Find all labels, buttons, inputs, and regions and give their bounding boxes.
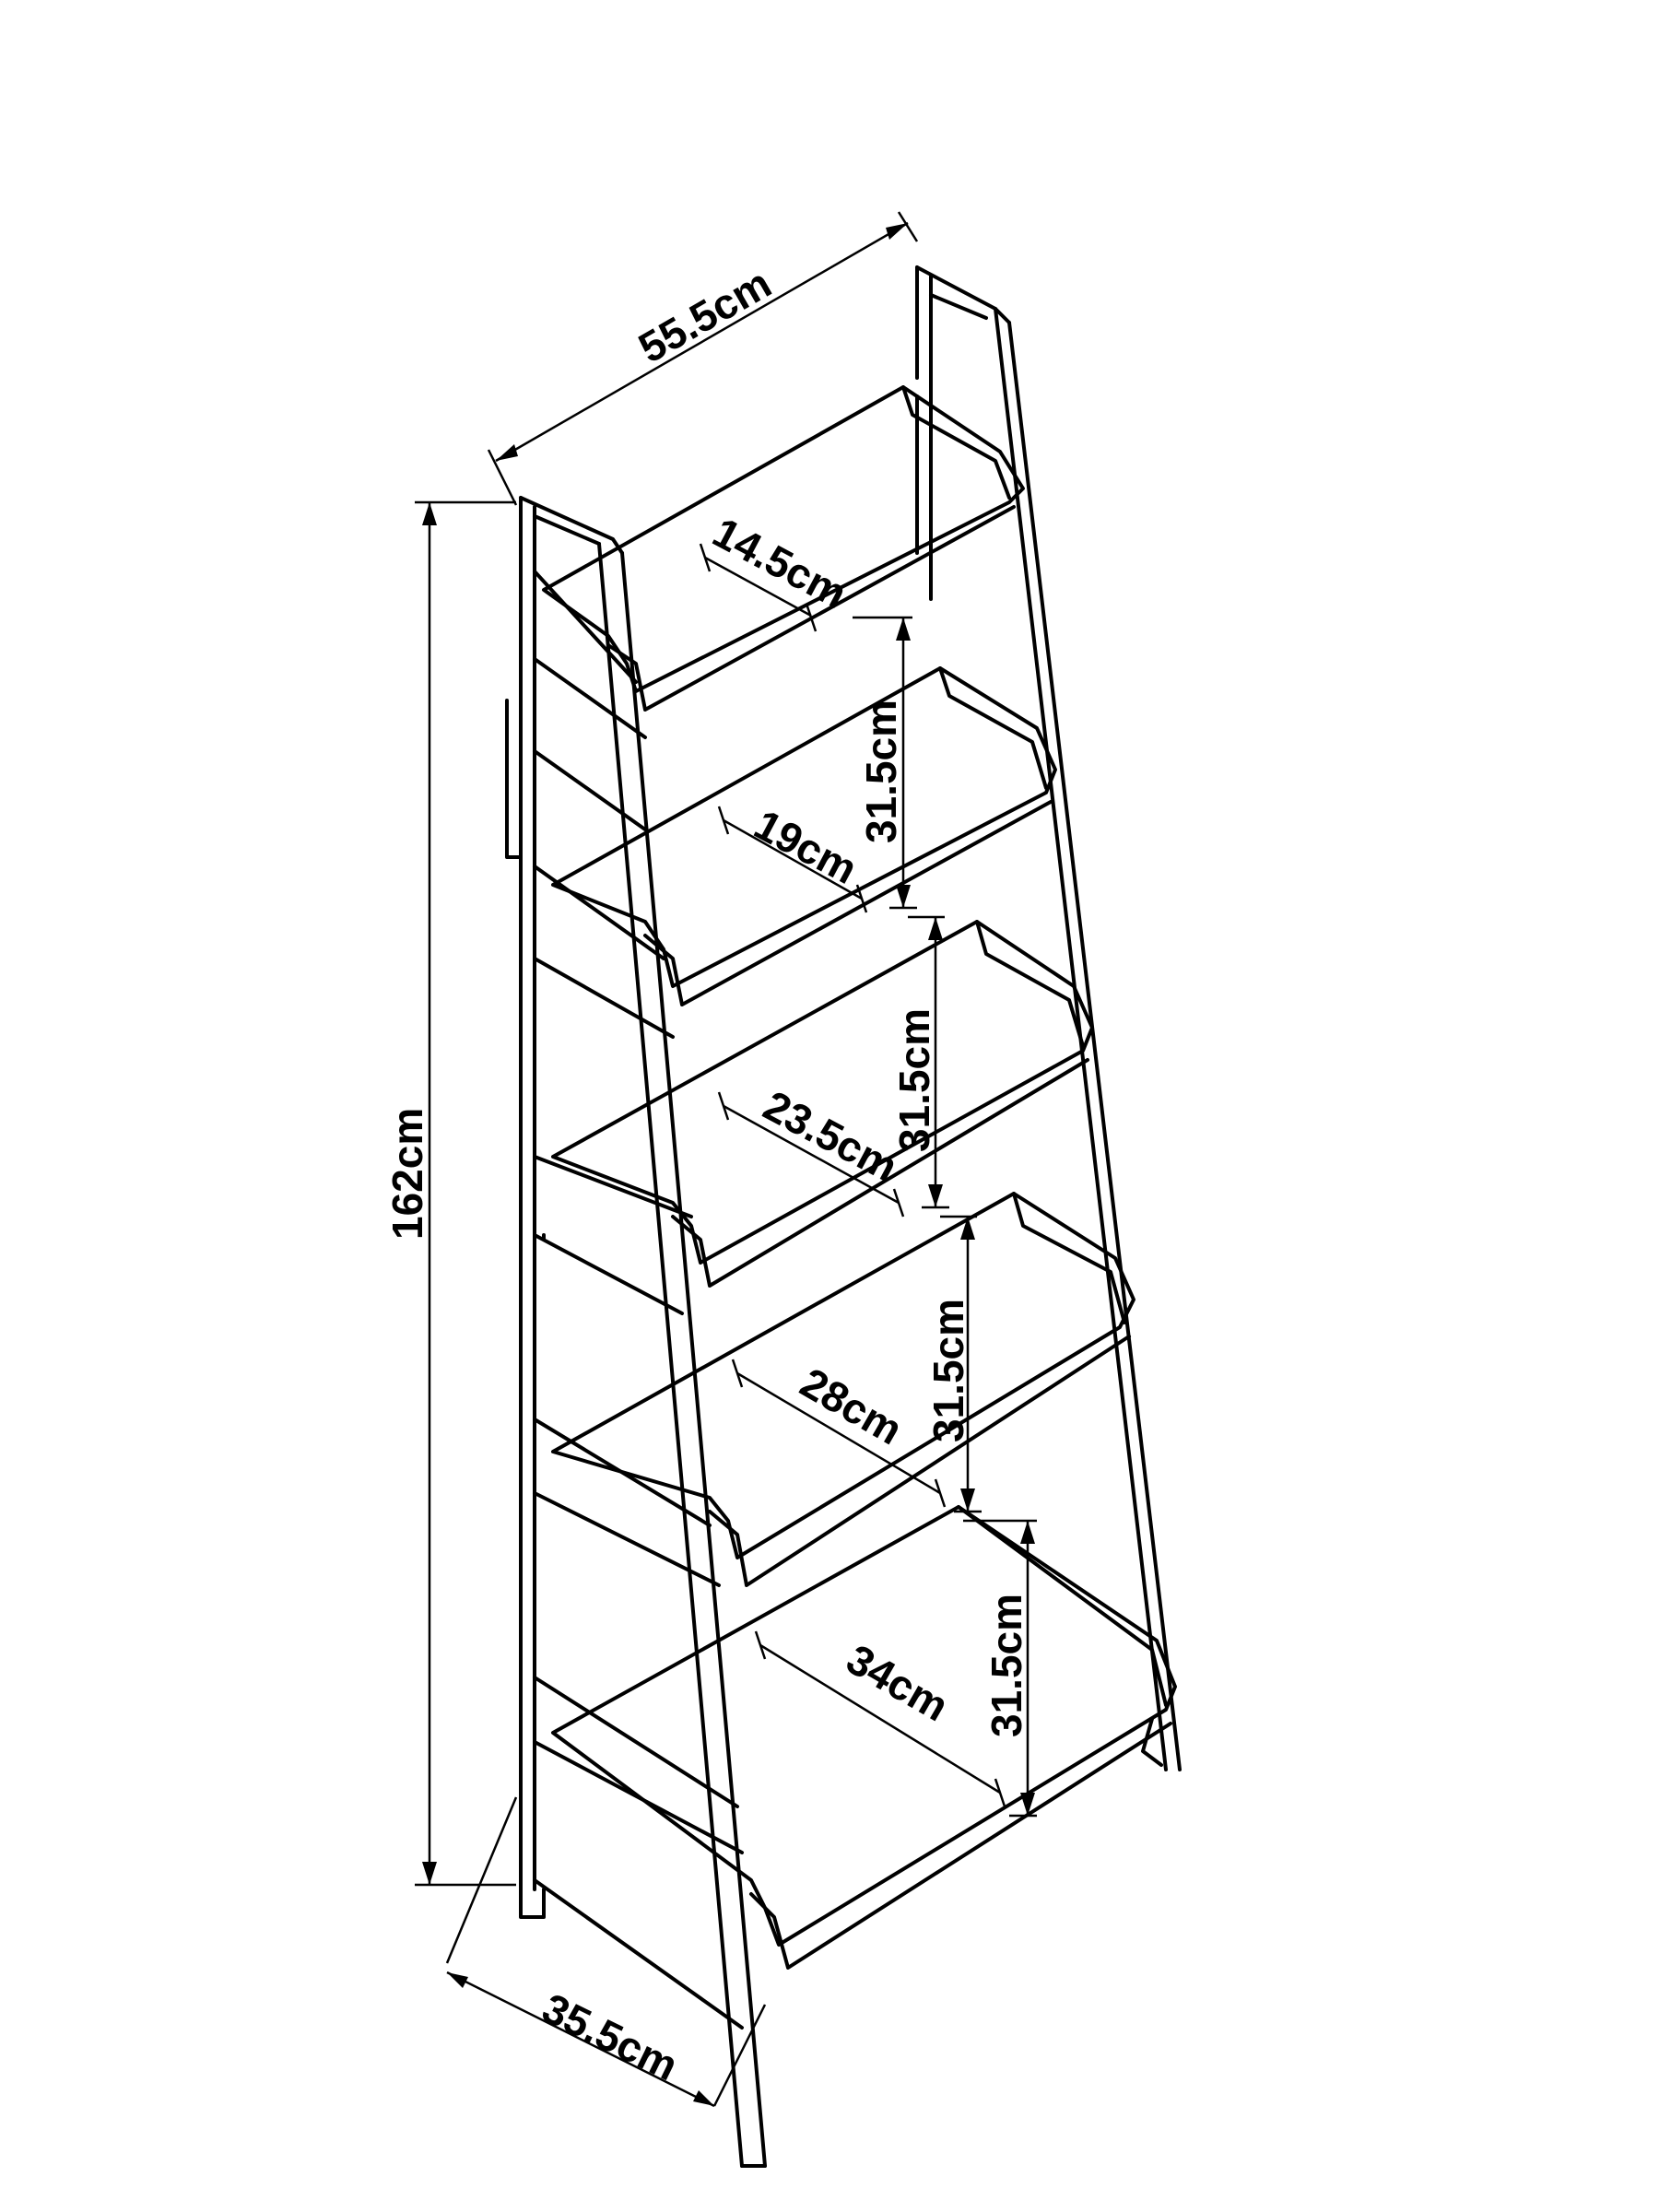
label-spacing-2: 31.5cm [890,1008,938,1152]
label-total-height: 162cm [383,1108,431,1240]
dimension-spacing-2: 31.5cm [890,915,949,1209]
label-total-width: 55.5cm [630,259,779,372]
label-base-depth: 35.5cm [535,1983,686,2089]
shelf-4 [551,1192,1135,1587]
label-shelf-5-depth: 34cm [839,1635,957,1731]
label-shelf-1-depth: 14.5cm [705,508,854,618]
shelf-2 [551,666,1057,1006]
dimension-width: 55.5cm [487,211,919,506]
label-spacing-4: 31.5cm [982,1594,1030,1737]
dimension-spacing-1: 31.5cm [853,616,917,910]
left-frame [505,496,767,2168]
dimension-shelf-5-depth: 34cm [754,1630,1006,1807]
shelf-5 [551,1505,1177,1970]
dimension-shelf-1-depth: 14.5cm [699,508,854,632]
shelf-3 [551,920,1094,1288]
shelf-1 [542,385,1025,712]
dimension-height: 162cm [383,500,516,1887]
dimension-spacing-4: 31.5cm [963,1519,1037,1818]
dimension-base-depth: 35.5cm [445,1796,767,2108]
dimension-shelf-4-depth: 28cm [731,1359,947,1508]
label-spacing-1: 31.5cm [857,700,905,843]
right-frame [915,265,1182,1771]
dimension-shelf-3-depth: 23.5cm [717,1081,905,1218]
dimension-spacing-3: 31.5cm [924,1215,982,1513]
label-shelf-2-depth: 19cm [747,800,865,893]
label-spacing-3: 31.5cm [924,1299,972,1442]
